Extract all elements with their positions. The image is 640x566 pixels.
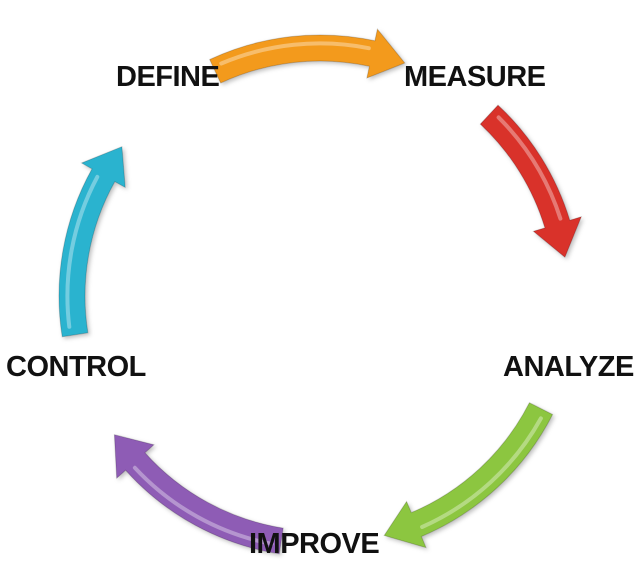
arrow-highlight-measure — [496, 115, 563, 221]
stage-label-control: CONTROL — [6, 351, 146, 383]
arrow-define-to-measure — [209, 27, 406, 84]
arrow-control-to-define — [58, 145, 126, 338]
arrow-analyze-to-improve — [383, 402, 554, 549]
arrow-highlight-analyze — [420, 416, 543, 529]
stage-label-define: DEFINE — [116, 61, 220, 93]
arrow-improve-to-control — [113, 434, 284, 555]
arrow-highlight-control — [65, 174, 100, 329]
arrow-highlight-improve — [132, 465, 274, 546]
arrow-measure-to-analyze — [479, 104, 583, 259]
stage-label-analyze: ANALYZE — [503, 351, 634, 383]
stage-label-improve: IMPROVE — [249, 528, 380, 560]
stage-label-measure: MEASURE — [404, 61, 546, 93]
arrow-highlight-define — [219, 41, 371, 66]
